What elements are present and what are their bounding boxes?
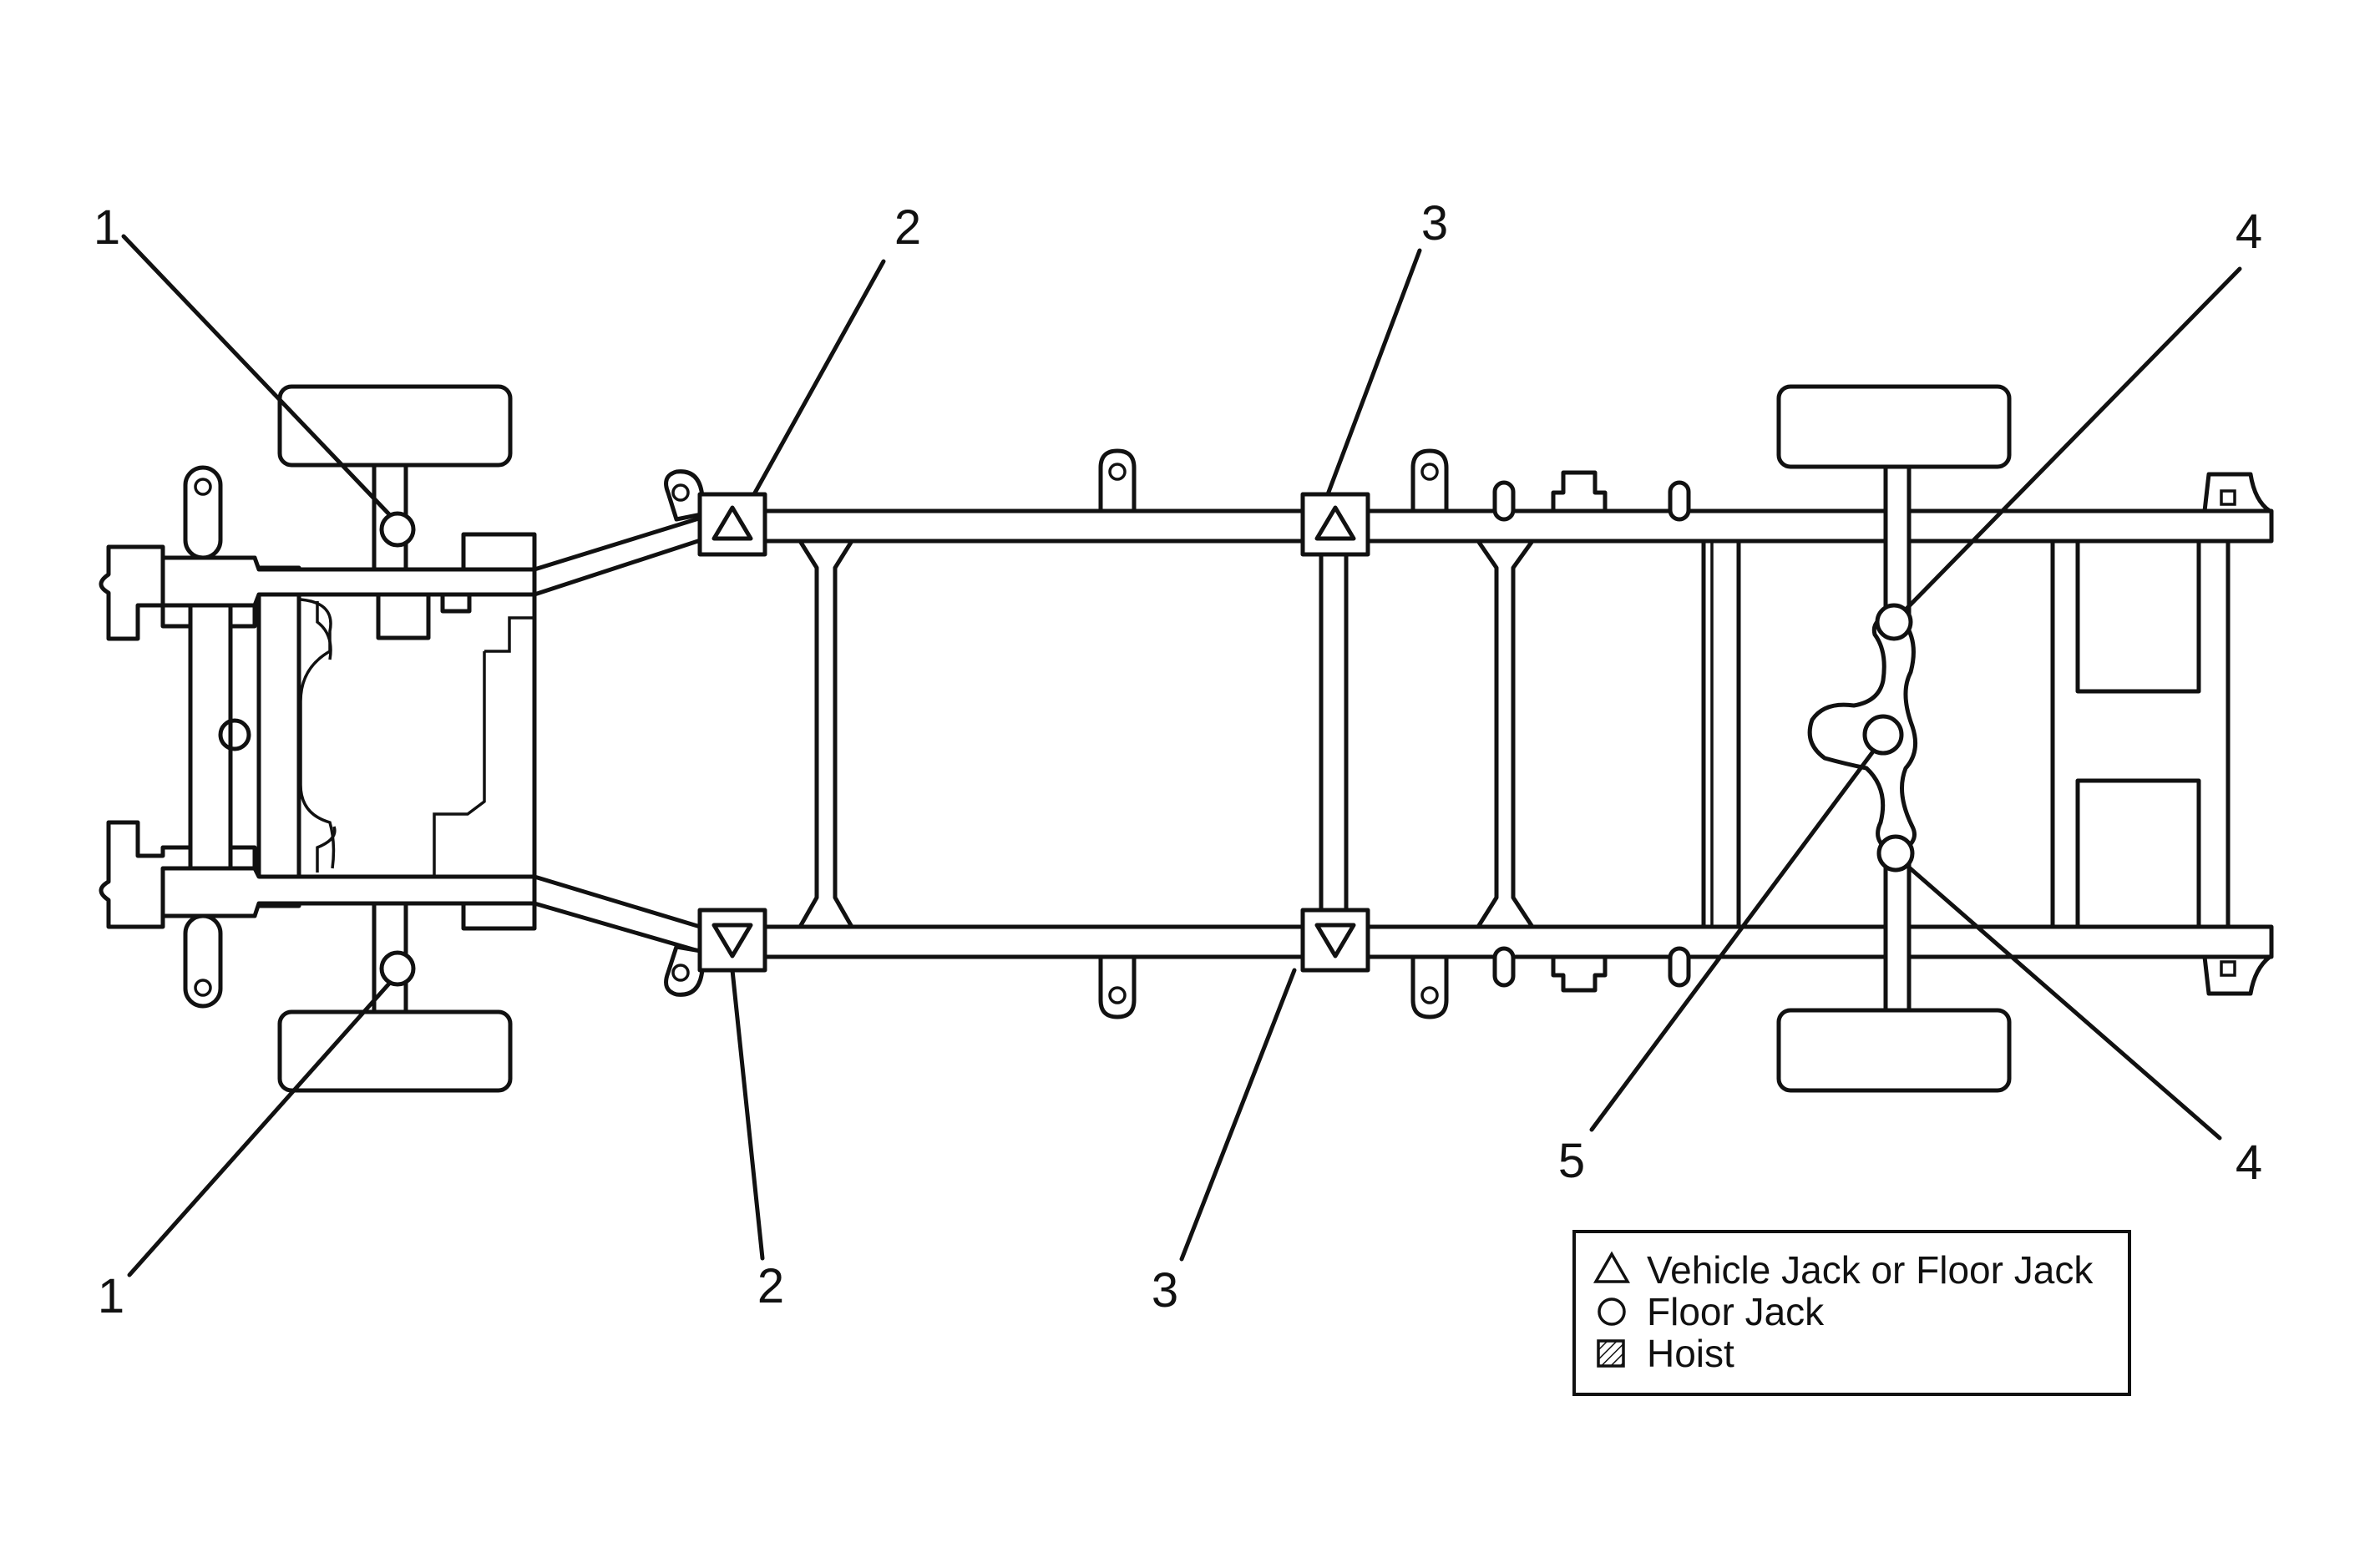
frame-mid-lower-lift-point [1300, 908, 1370, 973]
legend-circle-icon [1598, 1297, 1626, 1326]
front-upper-tire [277, 384, 513, 468]
front-lower-lift-point [379, 950, 416, 987]
rear-frame-end-upper [2202, 472, 2272, 513]
bracket-upper-2 [1410, 448, 1449, 513]
front-crossmember-hole [218, 718, 251, 751]
legend-label-vehicle-jack: Vehicle Jack or Floor Jack [1647, 1248, 2094, 1292]
peg-upper-1 [1492, 480, 1516, 522]
frame-front-upper-lift-point [697, 492, 767, 557]
callout-1-bottom: 1 [98, 1269, 124, 1323]
rear-frame-slot-lower [2220, 960, 2236, 977]
bracket-upper-1 [1098, 448, 1137, 513]
bracket-lower-1 [1098, 954, 1137, 1019]
legend: Vehicle Jack or Floor Jack Floor Jack Ho… [1572, 1230, 2131, 1396]
cradle-bottom-block [461, 901, 537, 931]
frame-kick-upper [532, 515, 708, 597]
rear-frame-slot-upper [2220, 489, 2236, 506]
differential-housing [1807, 611, 1918, 856]
engine-cradle-inner [299, 598, 336, 869]
crossmember-a [798, 539, 854, 929]
crossmember-c [1476, 539, 1535, 929]
callout-1-top: 1 [94, 200, 120, 255]
rear-upper-tire [1776, 384, 2012, 469]
rear-frame-panel-lower [2075, 778, 2201, 929]
front-upper-lift-point [379, 511, 416, 548]
callout-4-top: 4 [2236, 205, 2262, 259]
legend-label-hoist: Hoist [1647, 1332, 1734, 1375]
rear-axle-upper [1883, 464, 1912, 628]
legend-box [1572, 1230, 2131, 1396]
cradle-top-block [461, 532, 537, 572]
callout-2-top: 2 [894, 200, 921, 255]
leader-lines [121, 234, 2242, 1277]
callout-3-bottom: 3 [1152, 1263, 1178, 1318]
frame-mid-upper-lift-point [1300, 492, 1370, 557]
frame-kick-lower [532, 874, 708, 954]
legend-label-floor-jack: Floor Jack [1647, 1290, 1825, 1333]
rear-frame-end-lower [2202, 954, 2272, 996]
front-crossmember [188, 586, 233, 889]
cradle-box-right [433, 616, 534, 877]
rear-frame-panel-upper [2075, 539, 2201, 694]
cradle-detail-1 [316, 601, 332, 660]
peg-lower-2 [1668, 946, 1691, 988]
rear-lower-tire [1776, 1008, 2012, 1093]
frame-front-lower-lift-point [697, 908, 767, 973]
peg-upper-2 [1668, 480, 1691, 522]
callout-4-bottom: 4 [2236, 1136, 2262, 1190]
front-lower-tire [277, 1009, 513, 1093]
hanger-lower [1551, 954, 1608, 993]
cradle-block-upper [376, 592, 431, 640]
peg-lower-1 [1492, 946, 1516, 988]
front-side-rail-left [256, 565, 301, 908]
callout-5: 5 [1558, 1134, 1585, 1188]
hanger-upper [1551, 470, 1608, 513]
crossmember-b [1319, 539, 1349, 929]
cradle-small-block [440, 592, 472, 614]
bracket-lower-2 [1410, 954, 1449, 1019]
kick-ear-upper [664, 469, 708, 522]
crossmember-d [1701, 539, 1741, 929]
rear-axle-upper-lift-point [1875, 603, 1913, 641]
callout-2-bottom: 2 [757, 1259, 784, 1313]
legend-hatched-square-icon [1597, 1339, 1625, 1368]
kick-ear-lower [664, 944, 708, 997]
differential-lift-point [1862, 714, 1904, 756]
legend-triangle-icon [1593, 1251, 1631, 1283]
cradle-detail-2 [316, 826, 337, 873]
rear-axle-lower-lift-point [1876, 834, 1915, 873]
callout-3-top: 3 [1421, 196, 1448, 250]
